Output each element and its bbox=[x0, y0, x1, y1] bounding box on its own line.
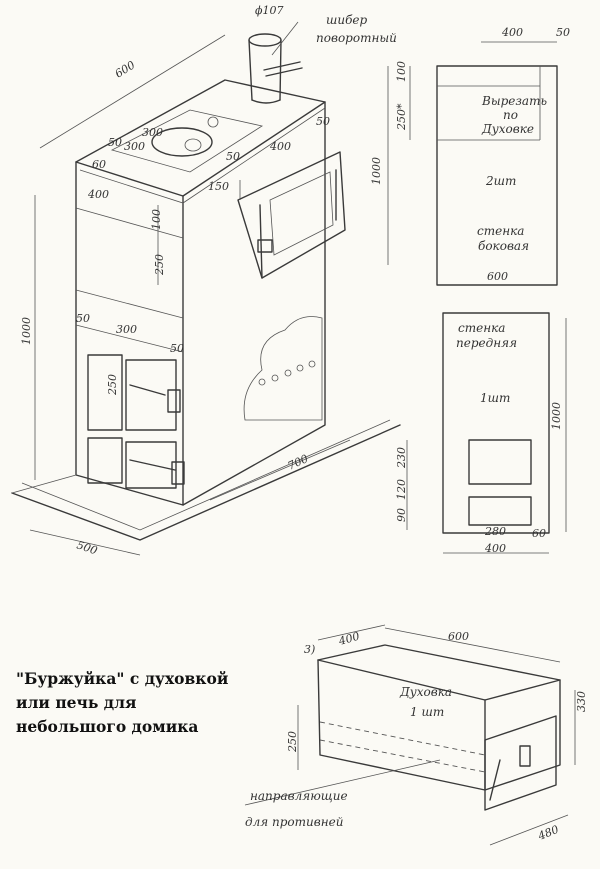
stove-base bbox=[11, 419, 401, 541]
front-wall-w60: 60 bbox=[532, 527, 546, 540]
front-wall-h230: 230 bbox=[395, 447, 408, 469]
side-wall-name-line2: боковая bbox=[478, 239, 529, 253]
dim-150: 150 bbox=[208, 180, 229, 193]
oven-box: 3) 400 600 Духовка 1 шт 250 330 480 напр… bbox=[244, 624, 588, 846]
stove-oven-door bbox=[237, 151, 346, 279]
dim-top-depth: 600 bbox=[113, 58, 138, 80]
front-wall-name-line2: передняя bbox=[456, 336, 517, 350]
front-wall-w400: 400 bbox=[484, 542, 506, 555]
dim-door-width: 300 bbox=[116, 323, 137, 336]
oven-qty: 1 шт bbox=[410, 705, 444, 719]
front-wall-h1000: 1000 bbox=[550, 402, 563, 430]
damper-label-line2: поворотный bbox=[316, 31, 397, 45]
damper-label-line1: шибер bbox=[326, 13, 368, 27]
dim-400b: 400 bbox=[269, 140, 291, 153]
dim-total-height: 1000 bbox=[20, 317, 33, 345]
oven-d330: 330 bbox=[575, 691, 588, 712]
side-wall-qty: 2шт bbox=[485, 174, 516, 188]
front-wall-panel: стенка передняя 1шт 1000 230 120 90 280 … bbox=[395, 312, 567, 555]
caption-title: "Буржуйка" с духовкой или печь для небол… bbox=[16, 669, 229, 736]
side-wall-name-line1: стенка bbox=[477, 224, 524, 238]
dim-door-250: 250 bbox=[106, 374, 119, 396]
front-wall-h90: 90 bbox=[395, 508, 408, 522]
dim-door-left: 50 bbox=[76, 312, 90, 325]
oven-d600: 600 bbox=[448, 630, 469, 643]
stove-chimney-pipe bbox=[248, 21, 303, 104]
dim-50a: 50 bbox=[108, 136, 122, 149]
front-wall-h120: 120 bbox=[395, 479, 408, 500]
side-wall-w50: 50 bbox=[556, 26, 570, 39]
stove-firebox-doors bbox=[87, 316, 323, 489]
oven-guides-line1: направляющие bbox=[250, 789, 348, 803]
side-wall-h100: 100 bbox=[395, 61, 408, 82]
side-wall-h1000: 1000 bbox=[370, 157, 383, 185]
dim-60: 60 bbox=[92, 158, 106, 171]
oven-d250: 250 bbox=[286, 731, 299, 753]
stove-text-labels: шибер поворотный ϕ107 600 400 300 300 50… bbox=[20, 4, 397, 557]
dim-100: 100 bbox=[150, 209, 163, 230]
side-wall-w400: 400 bbox=[501, 26, 523, 39]
dim-base-500: 500 bbox=[75, 538, 99, 557]
side-wall-panel: 400 50 100 250* 1000 Вырезать по Духовке… bbox=[370, 26, 570, 286]
side-wall-w600: 600 bbox=[487, 270, 508, 283]
side-wall-note-line3: Духовке bbox=[481, 122, 534, 136]
pipe-diameter-label: ϕ107 bbox=[255, 4, 284, 17]
front-wall-qty: 1шт bbox=[480, 391, 510, 405]
side-wall-note-line1: Вырезать bbox=[481, 94, 547, 108]
dim-50c: 50 bbox=[316, 115, 330, 128]
oven-d400: 400 bbox=[336, 630, 361, 649]
side-wall-h250: 250* bbox=[395, 103, 408, 131]
oven-name: Духовка bbox=[399, 685, 452, 699]
front-wall-name-line1: стенка bbox=[458, 321, 505, 335]
dim-hole-offset-a: 300 bbox=[142, 126, 163, 139]
dim-250: 250 bbox=[153, 254, 166, 276]
front-wall-w280: 280 bbox=[484, 525, 506, 538]
dim-50b: 50 bbox=[226, 150, 240, 163]
oven-marker: 3) bbox=[304, 643, 315, 656]
side-wall-note-line2: по bbox=[503, 108, 518, 122]
stove-dimension-lines bbox=[29, 34, 351, 556]
stove-body bbox=[75, 79, 326, 506]
dim-top-width-front: 400 bbox=[87, 188, 109, 201]
dim-hole-offset-b: 300 bbox=[124, 140, 145, 153]
dim-door-right: 50 bbox=[170, 342, 184, 355]
oven-guides-line2: для противней bbox=[245, 815, 343, 829]
